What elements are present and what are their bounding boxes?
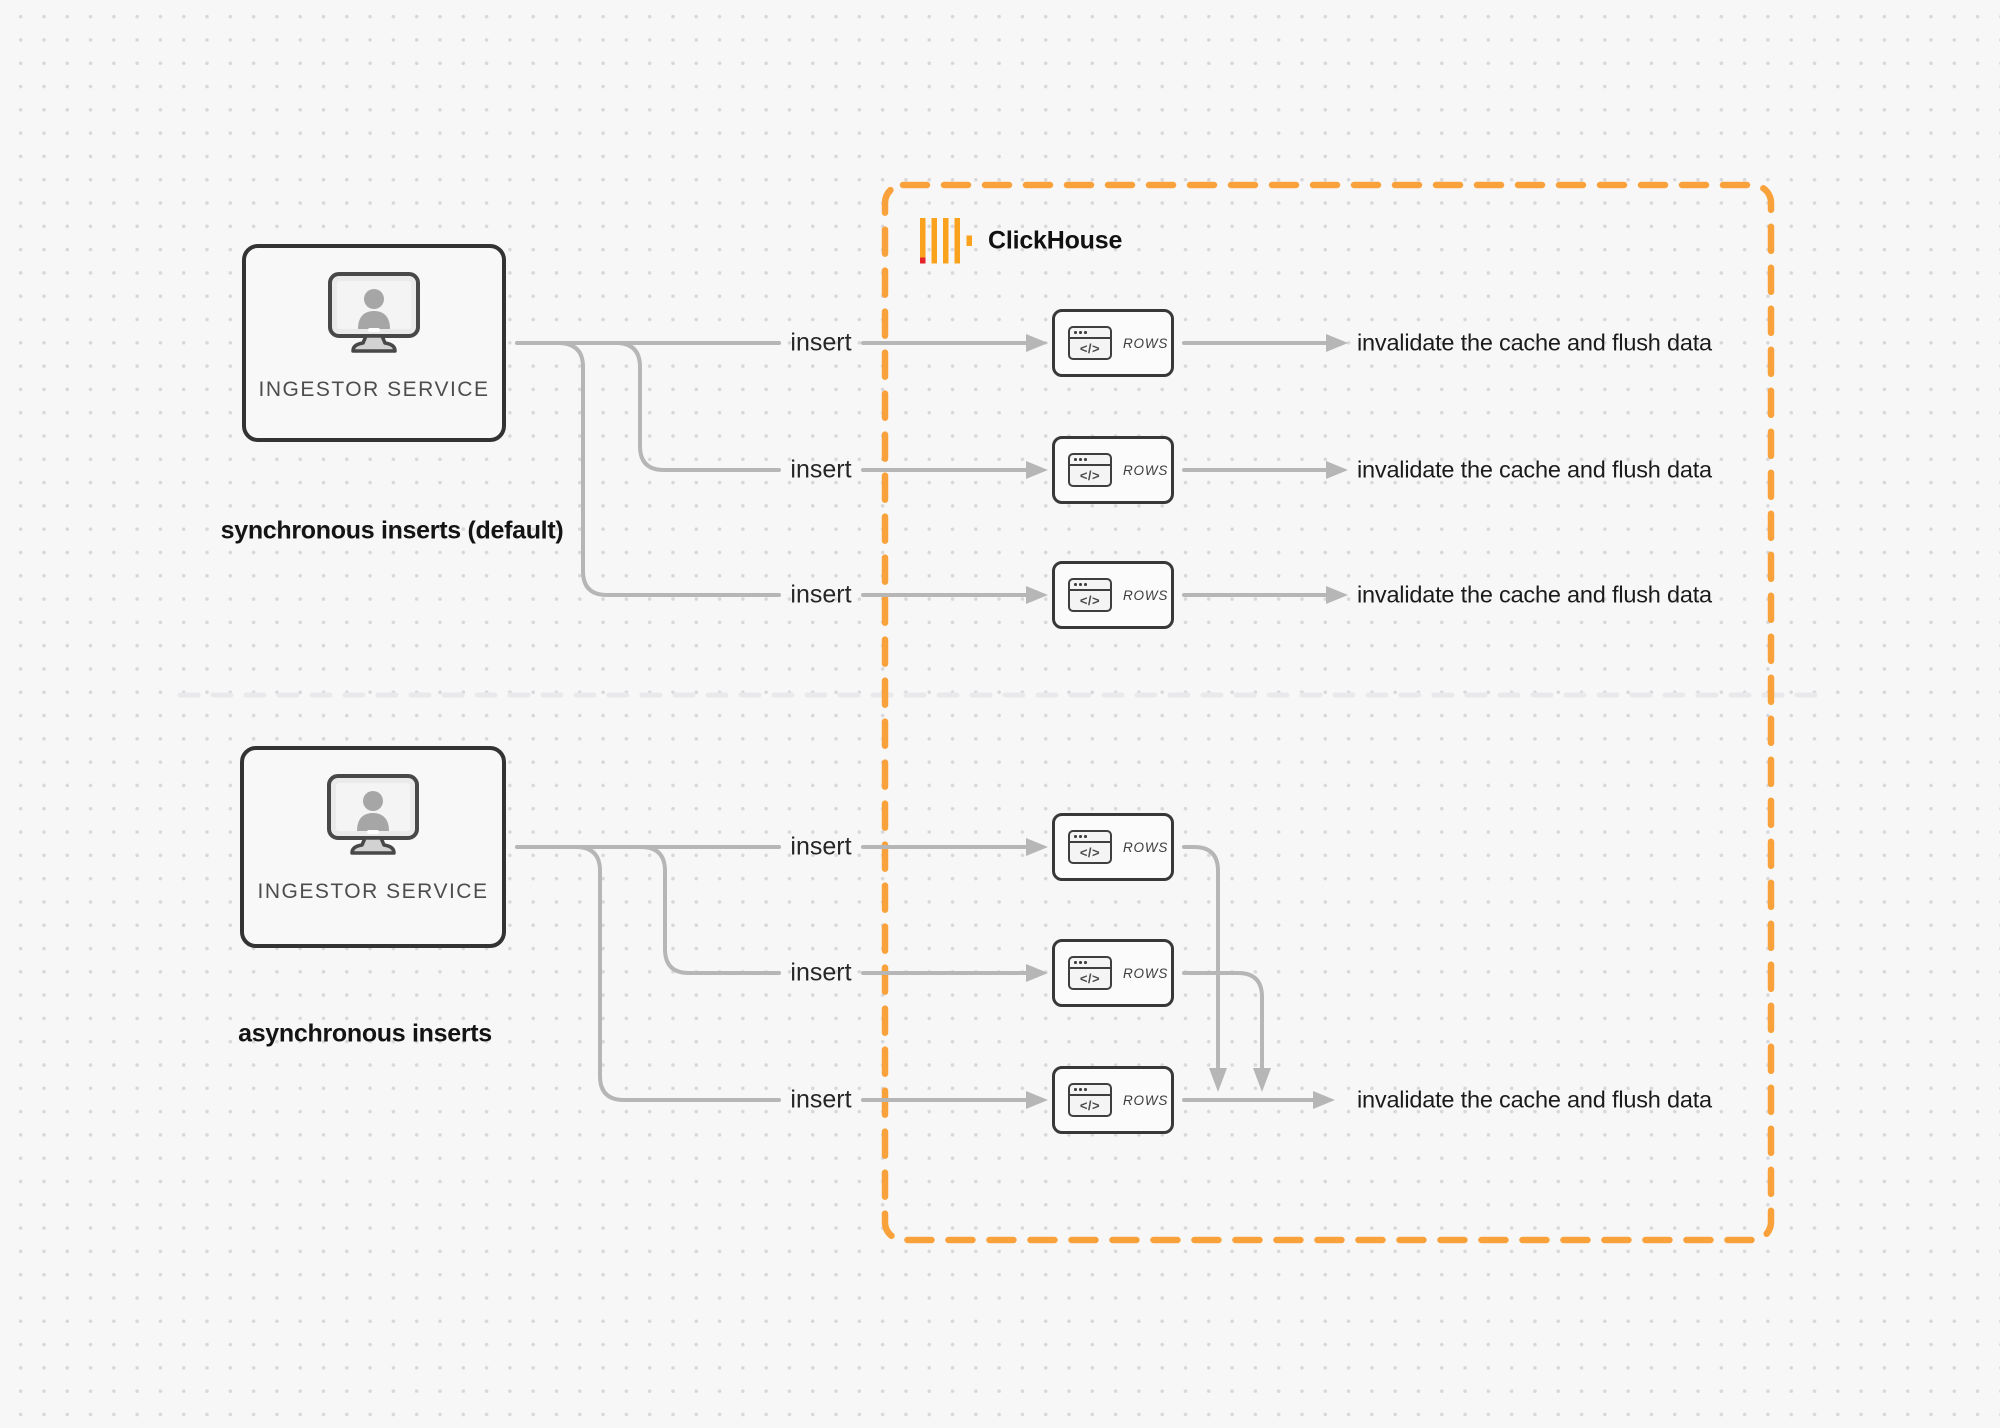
rows-card: </> ROWS bbox=[1052, 561, 1176, 630]
monitor-user-icon bbox=[328, 272, 420, 353]
result-label: invalidate the cache and flush data bbox=[1357, 456, 1712, 483]
ingestor-service-box-async: INGESTOR SERVICE bbox=[240, 746, 506, 948]
result-label: invalidate the cache and flush data bbox=[1357, 581, 1712, 608]
browser-window-icon: </> bbox=[1068, 956, 1112, 990]
browser-window-icon: </> bbox=[1068, 578, 1112, 612]
insert-label: insert bbox=[790, 455, 852, 484]
rows-card-label: ROWS bbox=[1123, 1092, 1169, 1108]
browser-window-icon: </> bbox=[1068, 830, 1112, 864]
clickhouse-bars-icon bbox=[920, 218, 972, 264]
result-label: invalidate the cache and flush data bbox=[1357, 1086, 1712, 1113]
rows-card: </> ROWS bbox=[1052, 813, 1176, 882]
rows-card-label: ROWS bbox=[1123, 965, 1169, 981]
browser-window-icon: </> bbox=[1068, 453, 1112, 487]
clickhouse-boundary bbox=[881, 181, 1775, 1244]
clickhouse-wordmark: ClickHouse bbox=[988, 226, 1123, 255]
rows-card: </> ROWS bbox=[1052, 309, 1176, 378]
rows-card: </> ROWS bbox=[1052, 1066, 1176, 1135]
browser-window-icon: </> bbox=[1068, 1083, 1112, 1117]
service-label: INGESTOR SERVICE bbox=[257, 880, 489, 903]
insert-label: insert bbox=[790, 580, 852, 609]
section-caption-async: asynchronous inserts bbox=[238, 1019, 492, 1048]
service-label: INGESTOR SERVICE bbox=[258, 378, 490, 401]
section-caption-sync: synchronous inserts (default) bbox=[220, 516, 564, 545]
rows-card-label: ROWS bbox=[1123, 335, 1169, 351]
rows-card: </> ROWS bbox=[1052, 939, 1176, 1008]
arrowheads bbox=[1026, 334, 1348, 1109]
rows-card: </> ROWS bbox=[1052, 436, 1176, 505]
rows-card-label: ROWS bbox=[1123, 462, 1169, 478]
insert-label: insert bbox=[790, 832, 852, 861]
monitor-user-icon bbox=[327, 774, 419, 855]
insert-label: insert bbox=[790, 958, 852, 987]
connector-lines bbox=[515, 341, 1328, 1102]
insert-label: insert bbox=[790, 328, 852, 357]
result-label: invalidate the cache and flush data bbox=[1357, 329, 1712, 356]
rows-card-label: ROWS bbox=[1123, 587, 1169, 603]
browser-window-icon: </> bbox=[1068, 326, 1112, 360]
clickhouse-logo: ClickHouse bbox=[920, 218, 1122, 264]
rows-card-label: ROWS bbox=[1123, 839, 1169, 855]
insert-label: insert bbox=[790, 1085, 852, 1114]
ingestor-service-box-sync: INGESTOR SERVICE bbox=[242, 244, 506, 442]
